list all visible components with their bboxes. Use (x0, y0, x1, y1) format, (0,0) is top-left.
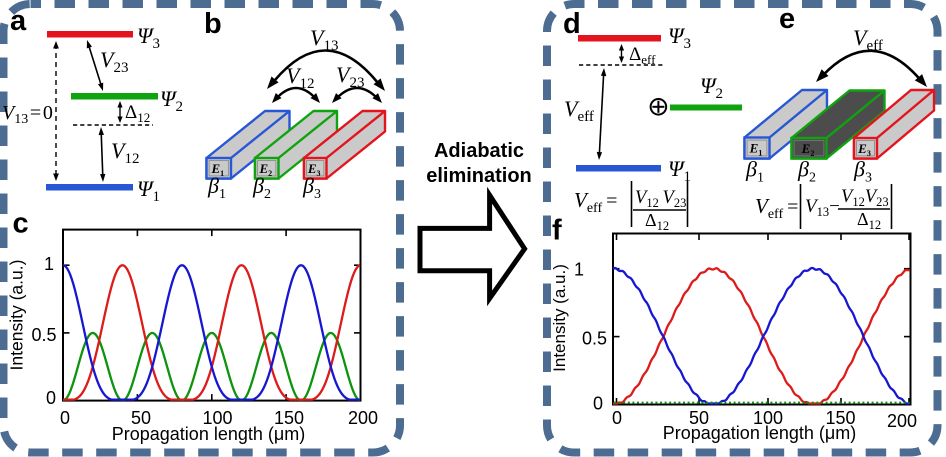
svg-text:0: 0 (612, 408, 622, 428)
svg-text:f: f (552, 215, 562, 247)
svg-text:b: b (204, 8, 222, 40)
svg-text:c: c (13, 208, 29, 240)
svg-text:0: 0 (46, 388, 56, 408)
svg-text:0.5: 0.5 (582, 329, 607, 349)
svg-text:50: 50 (689, 408, 709, 428)
svg-text:Ψ2: Ψ2 (700, 73, 723, 102)
svg-text:Ψ1: Ψ1 (137, 176, 160, 205)
svg-text:V12: V12 (286, 63, 314, 92)
svg-text:Propagation length (μm): Propagation length (μm) (112, 424, 305, 444)
svg-text:Veff: Veff (564, 96, 594, 125)
svg-text:V13 = 0: V13 = 0 (2, 102, 53, 127)
svg-text:200: 200 (348, 408, 378, 428)
svg-text:200: 200 (887, 411, 917, 431)
svg-text:Δeff: Δeff (629, 44, 656, 67)
svg-text:1: 1 (44, 254, 54, 274)
svg-text:Ψ3: Ψ3 (137, 23, 160, 52)
svg-text:0: 0 (60, 408, 70, 428)
svg-text:β2: β2 (797, 157, 816, 186)
svg-text:Ψ2: Ψ2 (160, 86, 183, 115)
svg-text:100: 100 (202, 408, 232, 428)
svg-text:100: 100 (753, 408, 783, 428)
svg-text:1: 1 (574, 260, 584, 280)
svg-text:β2: β2 (252, 173, 271, 202)
svg-text:V12: V12 (111, 138, 139, 167)
svg-text:β1: β1 (207, 173, 226, 202)
svg-text:β1: β1 (745, 157, 764, 186)
svg-text:Adiabatic: Adiabatic (434, 140, 524, 162)
svg-text:150: 150 (825, 408, 855, 428)
svg-text:V23: V23 (100, 47, 128, 76)
svg-text:a: a (10, 5, 27, 37)
svg-text:V12 V23: V12 V23 (635, 188, 686, 210)
svg-text:Veff: Veff (853, 25, 883, 54)
svg-text:d: d (563, 8, 581, 40)
svg-text:Intensity (a.u.): Intensity (a.u.) (7, 260, 27, 371)
svg-text:150: 150 (274, 408, 304, 428)
svg-text:Veff =: Veff = (755, 194, 798, 222)
svg-text:V12V23: V12V23 (841, 187, 889, 209)
svg-text:V13−: V13− (805, 196, 840, 219)
svg-text:V23: V23 (336, 62, 364, 91)
svg-text:e: e (779, 3, 795, 35)
svg-text:50: 50 (131, 408, 151, 428)
svg-text:Propagation length (μm): Propagation length (μm) (663, 423, 856, 443)
svg-text:Δ12: Δ12 (645, 210, 669, 233)
svg-text:elimination: elimination (426, 165, 532, 187)
svg-text:V13: V13 (310, 25, 338, 54)
svg-text:Intensity (a.u.): Intensity (a.u.) (550, 264, 569, 372)
svg-text:β3: β3 (302, 173, 321, 202)
svg-text:Δ12: Δ12 (857, 209, 881, 232)
svg-text:β3: β3 (853, 157, 872, 186)
svg-text:0: 0 (593, 394, 603, 414)
svg-text:0.5: 0.5 (31, 325, 56, 345)
svg-text:Ψ3: Ψ3 (668, 23, 691, 52)
svg-text:Δ12: Δ12 (125, 102, 150, 125)
svg-text:Ψ1: Ψ1 (668, 156, 691, 185)
svg-text:Veff =: Veff = (574, 188, 617, 216)
